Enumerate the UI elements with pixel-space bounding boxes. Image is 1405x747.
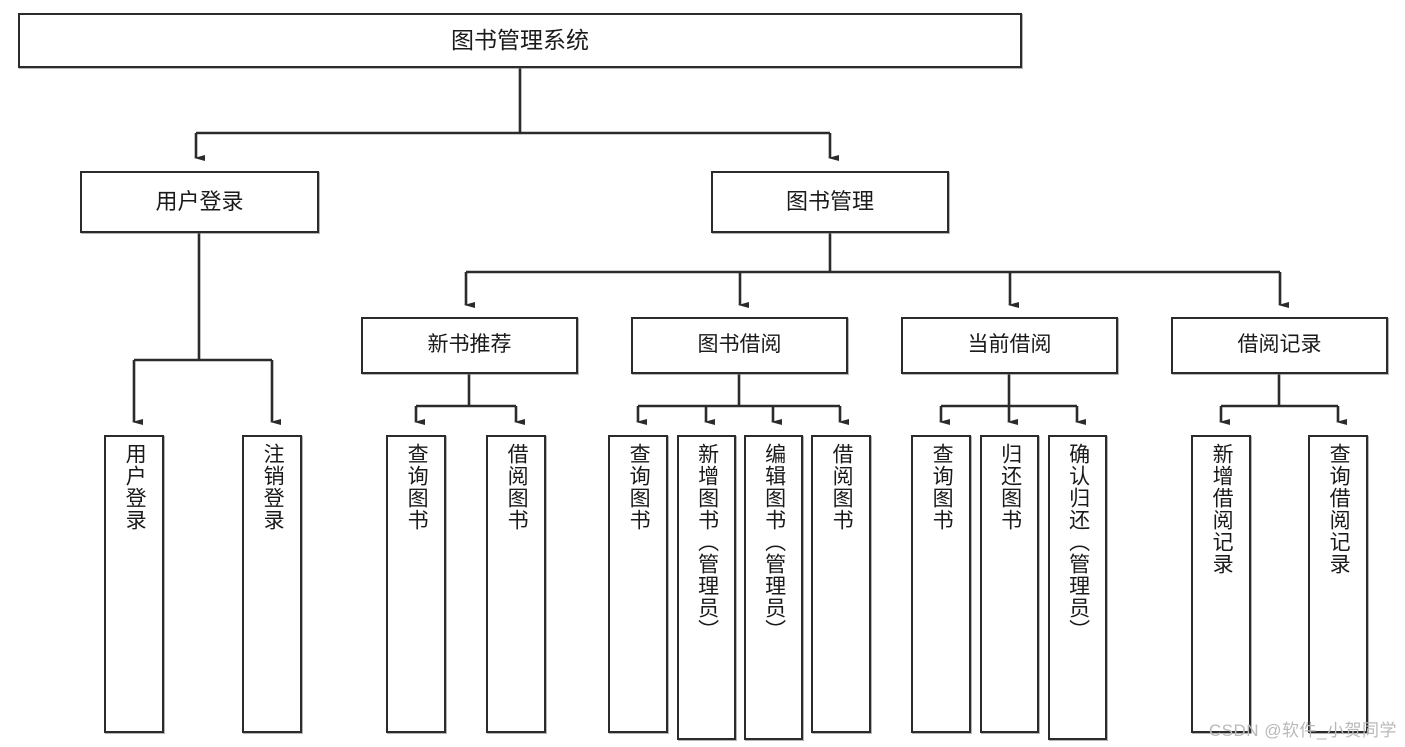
node-current-borrow[interactable]: 当前借阅 xyxy=(901,317,1118,374)
leaf-node-query-book-borrow[interactable]: 查询图书 xyxy=(608,435,668,733)
leaf-node-logout-login[interactable]: 注销登录 xyxy=(242,435,302,733)
node-label: 当前借阅 xyxy=(967,333,1052,357)
node-label: 新增图书（管理员） xyxy=(695,443,719,641)
leaf-node-return-book[interactable]: 归还图书 xyxy=(980,435,1039,733)
leaf-node-borrow-book[interactable]: 借阅图书 xyxy=(811,435,871,733)
node-label: 图书管理系统 xyxy=(451,27,589,54)
node-book-management[interactable]: 图书管理 xyxy=(711,171,949,233)
node-borrow-record[interactable]: 借阅记录 xyxy=(1171,317,1388,374)
node-label: 图书管理 xyxy=(785,189,874,215)
node-label: 归还图书 xyxy=(998,443,1022,531)
node-label: 新增借阅记录 xyxy=(1210,443,1234,575)
node-root-book-management-system[interactable]: 图书管理系统 xyxy=(18,13,1022,68)
node-label: 借阅图书 xyxy=(830,443,854,531)
node-label: 查询借阅记录 xyxy=(1327,443,1351,575)
leaf-node-add-borrow-record[interactable]: 新增借阅记录 xyxy=(1191,435,1251,733)
leaf-node-edit-book-admin[interactable]: 编辑图书（管理员） xyxy=(744,435,803,740)
leaf-node-confirm-return-admin[interactable]: 确认归还（管理员） xyxy=(1048,435,1107,740)
node-label: 查询图书 xyxy=(930,443,954,531)
node-label: 新书推荐 xyxy=(427,333,512,357)
node-book-borrow[interactable]: 图书借阅 xyxy=(631,317,848,374)
node-label: 图书借阅 xyxy=(697,333,782,357)
leaf-node-query-book-recommend[interactable]: 查询图书 xyxy=(386,435,446,733)
leaf-node-query-book-current[interactable]: 查询图书 xyxy=(911,435,971,733)
node-label: 借阅记录 xyxy=(1237,333,1322,357)
leaf-node-user-login[interactable]: 用户登录 xyxy=(104,435,164,733)
leaf-node-add-book-admin[interactable]: 新增图书（管理员） xyxy=(677,435,736,740)
node-label: 用户登录 xyxy=(155,189,244,215)
node-label: 用户登录 xyxy=(123,443,147,531)
node-new-book-recommend[interactable]: 新书推荐 xyxy=(361,317,578,374)
node-label: 确认归还（管理员） xyxy=(1066,443,1090,641)
node-label: 查询图书 xyxy=(627,443,651,531)
leaf-node-borrow-book-recommend[interactable]: 借阅图书 xyxy=(486,435,546,733)
node-label: 借阅图书 xyxy=(505,443,529,531)
leaf-node-query-borrow-record[interactable]: 查询借阅记录 xyxy=(1308,435,1368,733)
node-label: 注销登录 xyxy=(261,443,285,531)
node-label: 编辑图书（管理员） xyxy=(762,443,786,641)
node-user-login[interactable]: 用户登录 xyxy=(80,171,319,233)
csdn-watermark: CSDN @软件_小贺同学 xyxy=(1208,721,1397,740)
node-label: 查询图书 xyxy=(405,443,429,531)
